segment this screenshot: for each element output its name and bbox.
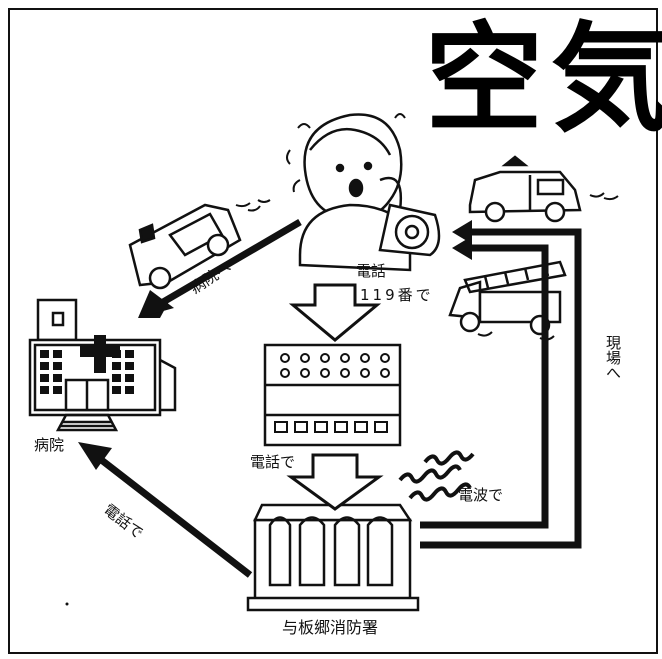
speck — [65, 602, 69, 606]
arrow-station-to-hospital — [78, 442, 253, 578]
caller-person — [286, 113, 441, 272]
arrowhead-scene-lower — [452, 236, 472, 260]
hospital-building — [28, 298, 177, 432]
label-by-radio: 電波で — [458, 486, 504, 504]
hollow-arrow-down-2 — [286, 453, 384, 511]
label-hospital: 病院 — [34, 436, 65, 454]
dispatch-panel — [263, 343, 402, 447]
page-border — [8, 8, 658, 654]
label-to-scene: 現場へ — [604, 335, 622, 380]
page-title: 空気 — [425, 10, 662, 148]
label-fire-station: 与板郷消防署 — [282, 618, 379, 637]
fire-engine — [448, 260, 567, 341]
fire-station-building — [246, 503, 420, 612]
arrow-to-scene — [420, 228, 582, 549]
ambulance-right — [468, 155, 619, 223]
ambulance-left — [128, 199, 271, 290]
label-by-phone-down: 電話で — [250, 453, 296, 471]
arrowhead-scene-upper — [452, 220, 472, 244]
arrow-to-hospital — [138, 218, 302, 318]
radio-waves — [398, 450, 475, 502]
hollow-arrow-down-1 — [288, 283, 382, 342]
label-119: 119番で — [360, 286, 434, 304]
label-phone-call: 電話 — [356, 262, 387, 280]
